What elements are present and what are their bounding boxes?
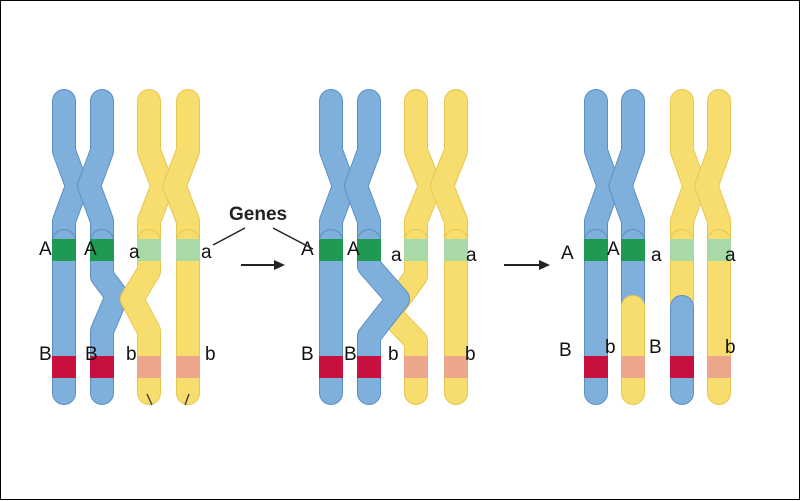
label-B: B (301, 344, 314, 365)
label-a: a (651, 245, 662, 266)
label-b: b (465, 344, 476, 365)
label-a: a (201, 242, 212, 263)
gene-a-band (176, 239, 200, 261)
label-b: b (388, 344, 399, 365)
blue-pair-2-top-right (345, 90, 380, 252)
yellow-pair-2-top-right (431, 90, 467, 252)
gene-B-band (319, 356, 343, 378)
gene-B-band (357, 356, 381, 378)
label-B: B (85, 344, 98, 365)
yellow-pair-3-top-left (671, 90, 706, 252)
blue-pair-3-top-left (585, 90, 620, 252)
genes-label: Genes (229, 204, 287, 225)
genes-callout: Genes (212, 204, 314, 250)
blue-pair-3-top-right (609, 90, 644, 252)
gene-b-band (621, 356, 645, 378)
label-b: b (205, 344, 216, 365)
gene-A-band (357, 239, 381, 261)
label-A: A (347, 239, 360, 260)
gene-b-band (137, 356, 161, 378)
label-B: B (344, 344, 357, 365)
label-A: A (39, 239, 52, 260)
gene-a-band (670, 239, 694, 261)
gene-A-band (584, 239, 608, 261)
label-A: A (561, 243, 574, 264)
gene-a-band (707, 239, 731, 261)
yellow-pair-3-top-right (695, 90, 730, 252)
label-b: b (126, 344, 137, 365)
gene-b-band (444, 356, 468, 378)
gene-A-band (90, 239, 114, 261)
gene-A-band (319, 239, 343, 261)
genes-pointer-right (272, 227, 314, 250)
genes-pointer-left (212, 227, 246, 246)
gene-a-band (404, 239, 428, 261)
label-B: B (39, 344, 52, 365)
label-b: b (725, 337, 736, 358)
gene-a-band (444, 239, 468, 261)
gene-B-band (670, 356, 694, 378)
label-a: a (466, 245, 477, 266)
blue-chromatid-1b (91, 230, 128, 404)
gene-A-band (52, 239, 76, 261)
gene-A-band (621, 239, 645, 261)
gene-b-band (707, 356, 731, 378)
gene-a-band (137, 239, 161, 261)
gene-b-band (176, 356, 200, 378)
arrow-1 (241, 260, 285, 270)
yellow-pair-1-top-right (163, 90, 199, 252)
arrow-2 (504, 260, 550, 270)
blue-pair-1-top-right (78, 90, 113, 252)
label-B: B (559, 340, 572, 361)
label-A: A (607, 239, 620, 260)
label-a: a (391, 245, 402, 266)
label-A: A (84, 239, 97, 260)
gene-b-band (404, 356, 428, 378)
label-B: B (649, 337, 662, 358)
label-b: b (605, 337, 616, 358)
gene-B-band (584, 356, 608, 378)
gene-B-band (52, 356, 76, 378)
label-A: A (301, 239, 314, 260)
label-a: a (725, 245, 736, 266)
label-a: a (129, 242, 140, 263)
gene-B-band (90, 356, 114, 378)
